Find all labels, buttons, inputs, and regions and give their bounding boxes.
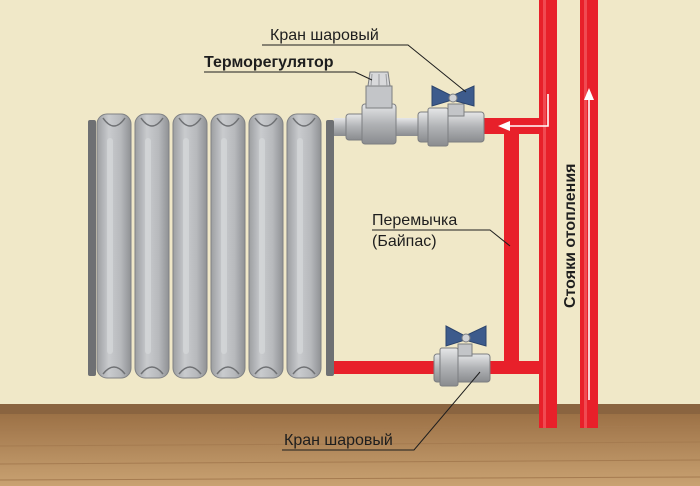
radiator-section: [248, 113, 284, 379]
radiator-section: [210, 113, 246, 379]
ball-valve-bottom: [433, 325, 491, 387]
leader-lines: [204, 44, 511, 451]
radiator-section: [286, 113, 322, 379]
ball-valve-top: [417, 85, 485, 147]
label-bypass-line1: Перемычка: [372, 212, 457, 229]
label-ball-valve-bottom: Кран шаровый: [284, 432, 393, 449]
return-pipe: [332, 361, 542, 374]
radiator-section: [134, 113, 170, 379]
label-ball-valve-top: Кран шаровый: [270, 27, 379, 44]
radiator: [88, 113, 334, 379]
arrow-up-icon: [584, 88, 594, 400]
label-thermoregulator: Терморегулятор: [204, 54, 334, 71]
arrow-left-icon: [498, 94, 549, 131]
label-bypass-line2: (Байпас): [372, 233, 437, 250]
label-risers: Стояки отопления: [562, 164, 579, 309]
radiator-section: [172, 113, 208, 379]
radiator-section: [96, 113, 132, 379]
